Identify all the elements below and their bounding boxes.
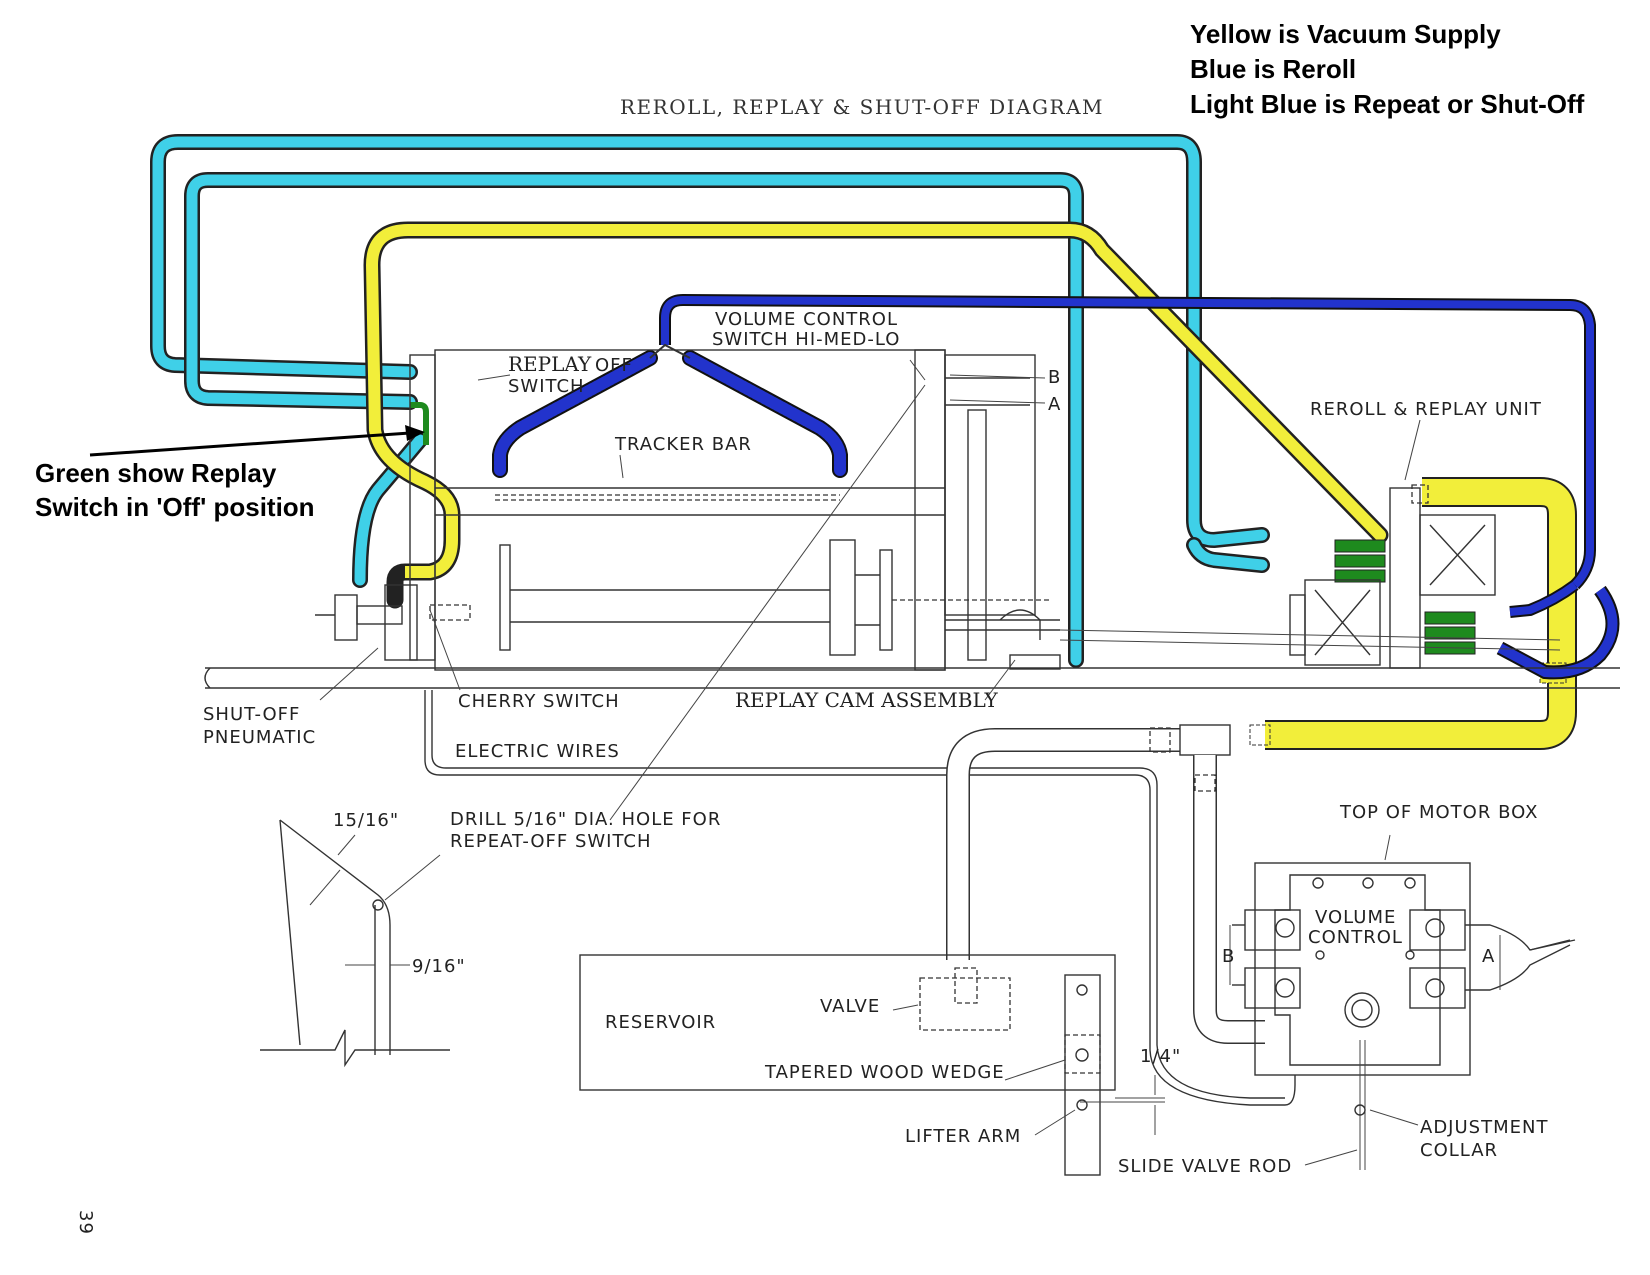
vacuum-main-line xyxy=(946,724,1265,1044)
adjustment-label-2: COLLAR xyxy=(1420,1140,1498,1161)
replay-cam-label: REPLAY CAM ASSEMBLY xyxy=(735,688,998,712)
replay-off-label-1b: OFF xyxy=(595,355,633,376)
drill-detail xyxy=(260,819,450,1068)
replay-off-green xyxy=(410,402,1476,655)
electric-wires-label: ELECTRIC WIRES xyxy=(455,741,620,762)
volume-control-switch-label-1: VOLUME CONTROL xyxy=(715,309,898,330)
valve-label: VALVE xyxy=(820,996,880,1017)
a-top-label: A xyxy=(1048,394,1061,415)
shut-off-label-2: PNEUMATIC xyxy=(203,727,316,748)
dim-1-4-label: 1/4" xyxy=(1140,1046,1181,1067)
diagram-title: REROLL, REPLAY & SHUT-OFF DIAGRAM xyxy=(620,95,1104,119)
b-motor-label: B xyxy=(1222,946,1235,967)
volume-control-switch-label-2: SWITCH HI-MED-LO xyxy=(712,329,900,350)
tracker-bar-label: TRACKER BAR xyxy=(614,434,752,455)
page-number: 39 xyxy=(75,1210,96,1235)
note-line-1: Green show Replay xyxy=(35,458,277,488)
repeat-shutoff-tubes xyxy=(150,134,1270,668)
note-line-2: Switch in 'Off' position xyxy=(35,492,315,522)
leader-lines xyxy=(319,359,1501,1166)
dim-9-16-label: 9/16" xyxy=(412,956,466,977)
replay-off-label-1: REPLAY xyxy=(508,352,592,376)
legend-blue: Blue is Reroll xyxy=(1190,54,1356,84)
reroll-replay-unit xyxy=(1059,484,1561,669)
cherry-switch-label: CHERRY SWITCH xyxy=(458,691,620,712)
lifter-arm-label: LIFTER ARM xyxy=(905,1126,1021,1147)
note-arrow xyxy=(89,425,425,457)
dim-15-16-label: 15/16" xyxy=(333,810,399,831)
adjustment-label-1: ADJUSTMENT xyxy=(1420,1117,1548,1138)
green-valves-upper xyxy=(1334,539,1386,583)
electric-wires xyxy=(424,690,1296,1106)
b-top-label: B xyxy=(1048,367,1061,388)
shut-off-pneumatic xyxy=(315,584,471,661)
reroll-tubes xyxy=(492,294,1620,680)
tapered-wedge-label: TAPERED WOOD WEDGE xyxy=(764,1062,1005,1083)
spool-frame xyxy=(409,349,1060,671)
reroll-replay-unit-label: REROLL & REPLAY UNIT xyxy=(1310,399,1542,420)
a-motor-label: A xyxy=(1482,946,1495,967)
drill-label-1: DRILL 5/16" DIA. HOLE FOR xyxy=(450,809,721,830)
drill-label-2: REPEAT-OFF SWITCH xyxy=(450,831,652,852)
slide-valve-rod-label: SLIDE VALVE ROD xyxy=(1118,1156,1292,1177)
top-motor-box-label: TOP OF MOTOR BOX xyxy=(1339,802,1538,823)
shut-off-label-1: SHUT-OFF xyxy=(203,704,300,725)
vacuum-supply-tubes xyxy=(363,221,1577,750)
legend-yellow: Yellow is Vacuum Supply xyxy=(1190,19,1501,49)
reservoir xyxy=(579,954,1165,1176)
volume-label-2: CONTROL xyxy=(1308,927,1403,948)
motor-box xyxy=(1232,862,1576,1170)
legend-light-blue: Light Blue is Repeat or Shut-Off xyxy=(1190,89,1585,119)
reservoir-label: RESERVOIR xyxy=(605,1012,716,1033)
volume-label-1: VOLUME xyxy=(1315,907,1396,928)
base-rail xyxy=(204,654,1620,689)
replay-off-label-2: SWITCH xyxy=(508,376,585,397)
